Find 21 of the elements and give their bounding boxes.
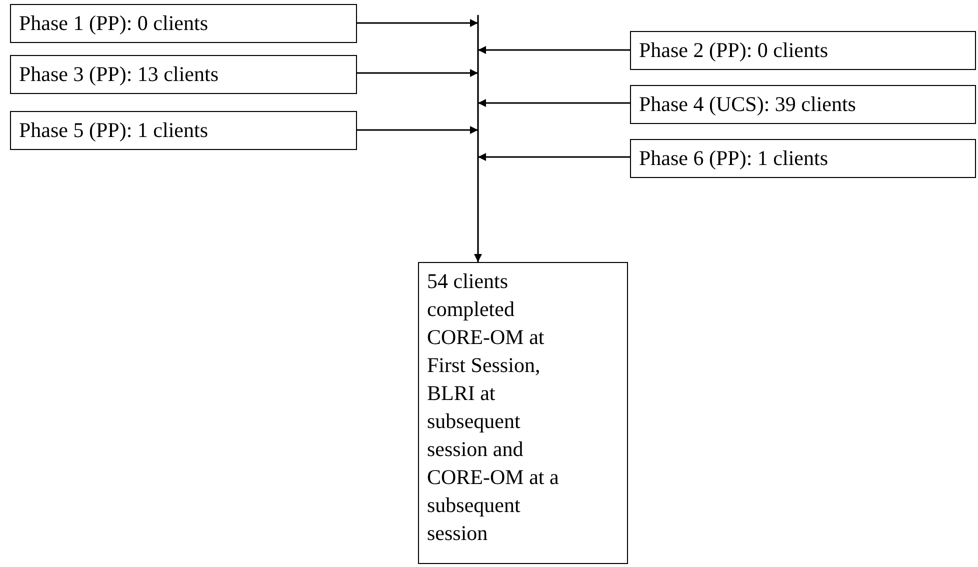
box-text: Phase 2 (PP): 0 clients — [639, 38, 828, 62]
arrow — [357, 126, 478, 134]
arrow — [357, 69, 478, 77]
box-text: Phase 4 (UCS): 39 clients — [639, 92, 856, 116]
process-box — [10, 4, 357, 43]
box-text: Phase 5 (PP): 1 clients — [19, 118, 208, 142]
process-box — [630, 31, 976, 70]
arrow — [478, 46, 630, 54]
box-text: Phase 1 (PP): 0 clients — [19, 11, 208, 35]
process-box — [630, 85, 976, 124]
box-text: Phase 3 (PP): 13 clients — [19, 62, 218, 86]
arrow — [478, 99, 630, 107]
arrow — [474, 15, 482, 262]
arrow — [357, 19, 478, 27]
process-box — [630, 139, 976, 178]
arrow — [478, 153, 630, 161]
process-box — [418, 262, 628, 564]
box-text: Phase 6 (PP): 1 clients — [639, 146, 828, 170]
box-text: 54 clients completed CORE-OM at First Session, BLRI at subsequent session and CORE-OM at a subsequent session — [427, 269, 559, 545]
process-box — [10, 55, 357, 94]
process-box — [10, 111, 357, 150]
